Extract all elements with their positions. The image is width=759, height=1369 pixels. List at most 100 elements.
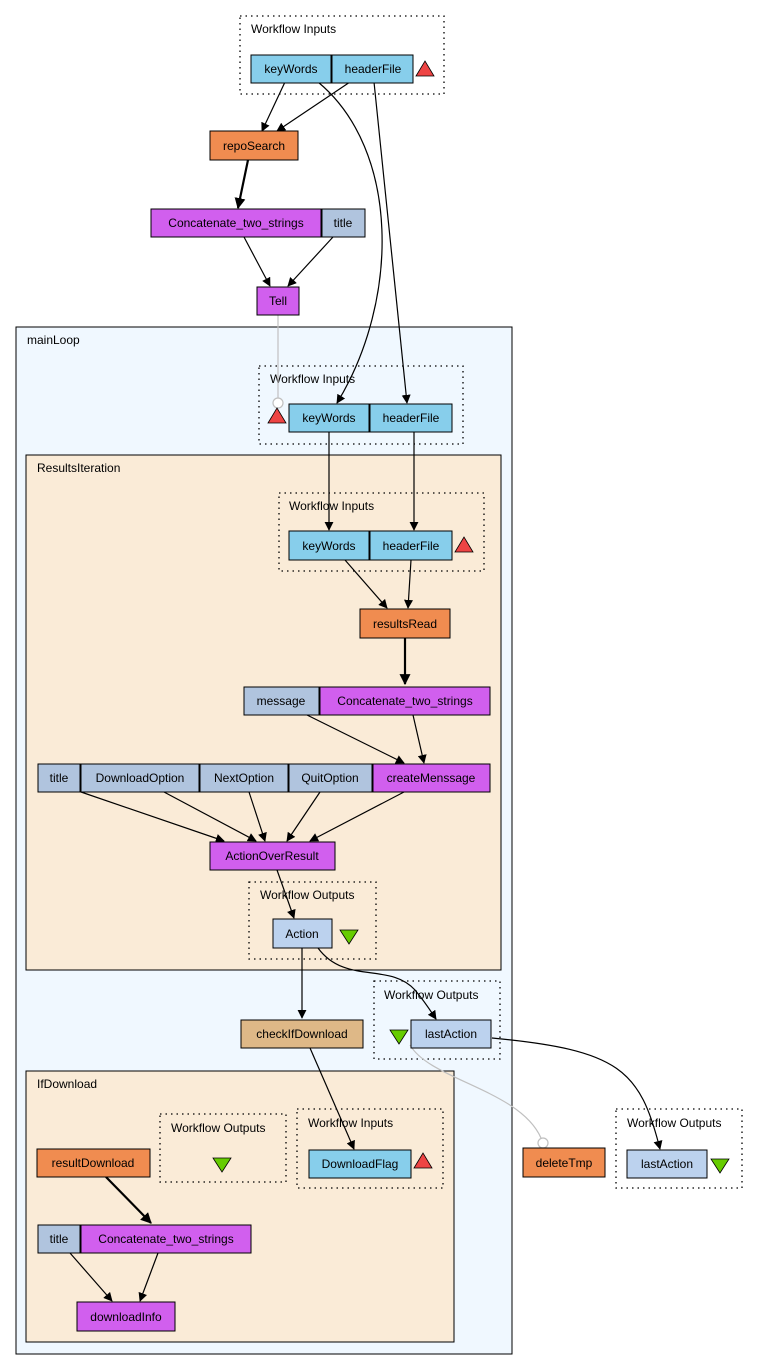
- title-iter-node[interactable]: title: [37, 763, 81, 793]
- edge-resultdownload-concat: [105, 1176, 152, 1224]
- iteration-outputs-label: Workflow Outputs: [260, 888, 354, 902]
- edge-quitoption-action: [286, 791, 321, 842]
- deletetmp-control-circle: [537, 1137, 549, 1149]
- edge-reposearch-concat: [234, 159, 250, 210]
- input-triangle-icon: [267, 407, 287, 424]
- iteration-outputs-cluster: Workflow Outputs: [248, 881, 377, 960]
- headerfile-input-iter-box: [369, 530, 453, 561]
- edge-message-createmessage: [306, 714, 405, 764]
- createmessage-box: [372, 763, 491, 793]
- keywords-input-iter[interactable]: keyWords: [288, 530, 370, 561]
- main-loop-label: mainLoop: [27, 333, 80, 347]
- actionoverresult-node[interactable]: ActionOverResult: [209, 841, 336, 871]
- headerfile-input-loop-label: headerFile: [383, 411, 440, 425]
- loop-inputs-label: Workflow Inputs: [270, 372, 355, 386]
- keywords-input-top-label: keyWords: [264, 62, 317, 76]
- edges: [69, 81, 663, 1302]
- iteration-inputs-border: [278, 492, 485, 572]
- title-dl-node[interactable]: title: [37, 1224, 81, 1254]
- nextoption-node[interactable]: NextOption: [199, 763, 289, 793]
- output-triangle-icon: [389, 1029, 409, 1045]
- headerfile-input-loop[interactable]: headerFile: [369, 403, 453, 433]
- message-node[interactable]: message: [243, 686, 320, 716]
- keywords-input-top-box: [250, 54, 332, 84]
- concat-dl-box: [80, 1224, 252, 1254]
- action-output-label: Action: [285, 927, 318, 941]
- keywords-input-loop[interactable]: keyWords: [288, 403, 370, 433]
- action-output-node[interactable]: Action: [272, 918, 333, 949]
- edge-lastaction-final: [491, 1037, 663, 1150]
- edge-title-tell: [287, 236, 334, 287]
- downloadoption-node[interactable]: DownloadOption: [80, 763, 200, 793]
- lastaction-loop-output[interactable]: lastAction: [410, 1019, 492, 1049]
- headerfile-input-loop-box: [369, 403, 453, 433]
- downloadflag-label: DownloadFlag: [322, 1157, 399, 1171]
- keywords-input-iter-box: [288, 530, 370, 561]
- ifdownload-outputs-border: [159, 1113, 287, 1183]
- loop-inputs-border: [258, 365, 464, 445]
- nextoption-box: [199, 763, 289, 793]
- downloadflag-input[interactable]: DownloadFlag: [308, 1149, 412, 1179]
- lastaction-final-output[interactable]: lastAction: [626, 1149, 708, 1179]
- checkifdownload-node[interactable]: checkIfDownload: [240, 1019, 364, 1049]
- concat-top-box: [150, 208, 322, 238]
- headerfile-input-iter[interactable]: headerFile: [369, 530, 453, 561]
- concat-top-label: Concatenate_two_strings: [168, 216, 303, 230]
- reposearch-node[interactable]: repoSearch: [209, 130, 299, 161]
- title-iter-box: [37, 763, 81, 793]
- deletetmp-node[interactable]: deleteTmp: [522, 1147, 606, 1178]
- ifdownload-inputs-label: Workflow Inputs: [308, 1116, 393, 1130]
- edge-downloadoption-action: [163, 791, 257, 842]
- lastaction-final-box: [626, 1149, 708, 1179]
- input-triangle-icon: [413, 1152, 433, 1169]
- keywords-input-top[interactable]: keyWords: [250, 54, 332, 84]
- iteration-outputs-border: [248, 881, 377, 960]
- resultdownload-node[interactable]: resultDownload: [36, 1148, 151, 1178]
- edge-keywords-resultsread: [344, 559, 388, 609]
- resultdownload-box: [36, 1148, 151, 1178]
- top-inputs-border: [239, 15, 445, 95]
- quitoption-label: QuitOption: [301, 771, 358, 785]
- concat-dl-node[interactable]: Concatenate_two_strings: [80, 1224, 252, 1254]
- concat-top-node[interactable]: Concatenate_two_strings: [150, 208, 322, 238]
- top-inputs-label: Workflow Inputs: [251, 22, 336, 36]
- downloadoption-box: [80, 763, 200, 793]
- actionoverresult-box: [209, 841, 336, 871]
- headerfile-input-top-box: [331, 54, 414, 84]
- tell-node[interactable]: Tell: [256, 286, 300, 316]
- message-box: [243, 686, 320, 716]
- ifdownload-inputs-border: [296, 1108, 444, 1189]
- downloadinfo-node[interactable]: downloadInfo: [76, 1301, 176, 1332]
- downloadflag-box: [308, 1149, 412, 1179]
- headerfile-input-top[interactable]: headerFile: [331, 54, 414, 84]
- message-label: message: [257, 694, 306, 708]
- resultsread-node[interactable]: resultsRead: [359, 608, 451, 639]
- loop-outputs-border: [373, 980, 501, 1060]
- edge-actionoverresult-action-out: [276, 869, 296, 919]
- output-triangle-icon: [212, 1157, 232, 1173]
- reposearch-box: [209, 130, 299, 161]
- keywords-input-iter-label: keyWords: [302, 539, 355, 553]
- edge-action-lastaction: [317, 947, 437, 1020]
- resultdownload-label: resultDownload: [52, 1156, 135, 1170]
- results-iteration-label: ResultsIteration: [37, 461, 120, 475]
- title-top-box: [321, 208, 366, 238]
- edge-keywords-loop: [317, 81, 383, 404]
- loop-outputs-label: Workflow Outputs: [384, 988, 478, 1002]
- checkifdownload-label: checkIfDownload: [256, 1027, 347, 1041]
- quitoption-node[interactable]: QuitOption: [288, 763, 373, 793]
- concat-iter-node[interactable]: Concatenate_two_strings: [319, 686, 491, 716]
- quitoption-box: [288, 763, 373, 793]
- title-top-node[interactable]: title: [321, 208, 366, 238]
- deletetmp-label: deleteTmp: [536, 1156, 593, 1170]
- lastaction-loop-label: lastAction: [425, 1027, 477, 1041]
- output-triangle-icon: [710, 1158, 730, 1174]
- loop-outputs-cluster: Workflow Outputs: [373, 980, 501, 1060]
- reposearch-label: repoSearch: [223, 139, 285, 153]
- title-dl-label: title: [50, 1232, 69, 1246]
- tell-box: [256, 286, 300, 316]
- edge-createmessage-action: [309, 791, 405, 842]
- headerfile-input-iter-label: headerFile: [383, 539, 440, 553]
- createmessage-node[interactable]: createMenssage: [372, 763, 491, 793]
- if-download-box: [25, 1070, 455, 1343]
